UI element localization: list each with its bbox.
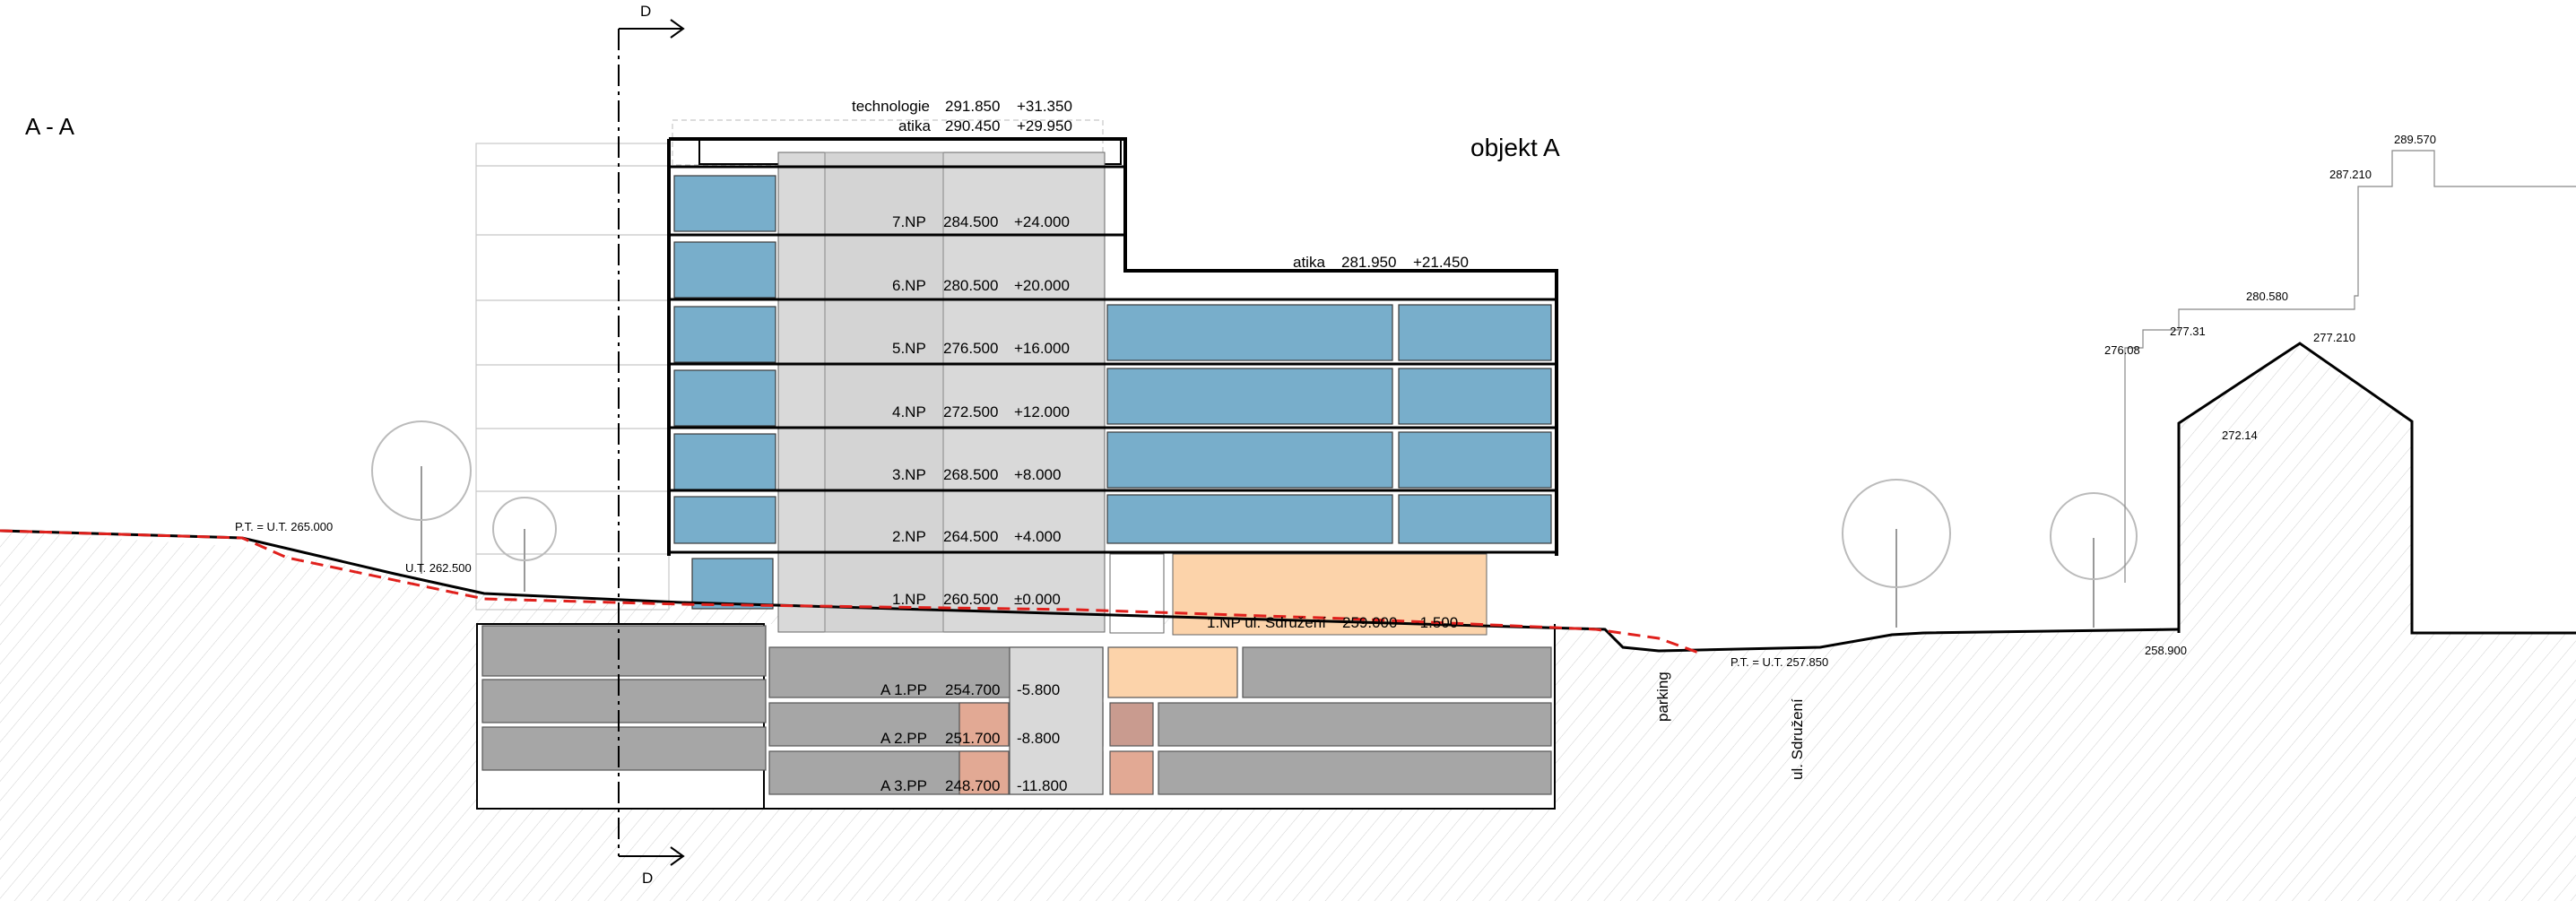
basement-name: A 3.PP — [880, 777, 927, 794]
floor-abs: 264.500 — [943, 528, 998, 545]
floor-rel: ±0.000 — [1014, 591, 1061, 608]
street-label: ul. Sdružení — [1789, 698, 1806, 780]
cut-label-bottom: D — [642, 870, 653, 887]
neighbour-height: 276.08 — [2104, 343, 2140, 357]
tree-west — [371, 420, 472, 574]
lower-atika-abs: 281.950 — [1341, 254, 1396, 271]
street-floor-name: 1.NP ul. Sdružení — [1207, 614, 1326, 631]
neighbour-height: 277.31 — [2170, 325, 2206, 338]
terrain-line — [0, 529, 2180, 653]
neighbour-height: 272.14 — [2222, 429, 2258, 442]
roof-level-abs-0: 291.850 — [945, 98, 1000, 115]
roof-level-rel-1: +29.950 — [1017, 117, 1072, 134]
pt-left-label: P.T. = U.T. 265.000 — [235, 520, 333, 533]
floor-name: 4.NP — [892, 403, 926, 420]
floor-rel: +4.000 — [1014, 528, 1061, 545]
roof-level-abs-1: 290.450 — [945, 117, 1000, 134]
neighbour-height: 280.580 — [2246, 290, 2288, 303]
floor-name: 3.NP — [892, 466, 926, 483]
parking-label: parking — [1654, 671, 1671, 722]
terrain-line-east — [2177, 342, 2576, 635]
floor-name: 2.NP — [892, 528, 926, 545]
floor-rel: +20.000 — [1014, 277, 1070, 294]
basement-rel: -11.800 — [1017, 777, 1067, 794]
floor-rel: +8.000 — [1014, 466, 1061, 483]
floor-abs: 276.500 — [943, 340, 998, 357]
basement-abs: 248.700 — [945, 777, 1000, 794]
floor-name: 1.NP — [892, 591, 926, 608]
cut-arrow-top-head — [670, 19, 685, 39]
floor-rel: +16.000 — [1014, 340, 1070, 357]
tree-east-1 — [1842, 479, 1951, 628]
floor-abs: 260.500 — [943, 591, 998, 608]
floor-name: 5.NP — [892, 340, 926, 357]
roof-level-rel-0: +31.350 — [1017, 98, 1072, 115]
floor-abs: 272.500 — [943, 403, 998, 420]
lower-atika-rel: +21.450 — [1413, 254, 1469, 271]
floor-abs: 284.500 — [943, 213, 998, 230]
floor-abs: 268.500 — [943, 466, 998, 483]
section-title: A - A — [25, 113, 75, 140]
floor-rel: +12.000 — [1014, 403, 1070, 420]
neighbour-outline — [2124, 150, 2576, 583]
basement-abs: 251.700 — [945, 730, 1000, 747]
basement-labels: A 1.PP 254.700 -5.800 A 2.PP 251.700 -8.… — [880, 681, 1067, 794]
core-entrance — [1109, 553, 1165, 634]
floor-rel: +24.000 — [1014, 213, 1070, 230]
basement-parking — [476, 623, 1556, 810]
floor-abs: 280.500 — [943, 277, 998, 294]
roof-level-name-1: atika — [898, 117, 931, 134]
basement-rel: -8.800 — [1017, 730, 1060, 747]
object-label: objekt A — [1470, 134, 1560, 161]
cut-arrow-bottom-head — [670, 846, 685, 866]
roof-level-name-0: technologie — [852, 98, 930, 115]
floor-name: 7.NP — [892, 213, 926, 230]
cut-label-top: D — [640, 3, 651, 20]
tree-small — [492, 497, 557, 592]
ut-left-label: U.T. 262.500 — [405, 561, 472, 575]
basement-rel: -5.800 — [1017, 681, 1060, 698]
ground-right-label: 258.900 — [2145, 644, 2187, 657]
floor-labels: 7.NP 284.500 +24.000 6.NP 280.500 +20.00… — [892, 213, 1070, 608]
street-floor-abs: 259.000 — [1342, 614, 1397, 631]
floor-name: 6.NP — [892, 277, 926, 294]
neighbour-height: 277.210 — [2313, 331, 2355, 344]
east-glazing — [1106, 304, 1552, 544]
neighbour-height: 287.210 — [2329, 168, 2372, 181]
lower-atika-name: atika — [1293, 254, 1325, 271]
pt-right-label: P.T. = U.T. 257.850 — [1730, 655, 1828, 669]
basement-name: A 2.PP — [880, 730, 927, 747]
neighbour-height: 289.570 — [2394, 133, 2436, 146]
floor-slabs — [669, 165, 1557, 554]
street-floor-rel: -1.500 — [1415, 614, 1458, 631]
tree-east-2 — [2050, 492, 2138, 628]
basement-name: A 1.PP — [880, 681, 927, 698]
basement-abs: 254.700 — [945, 681, 1000, 698]
west-glazing — [673, 175, 776, 610]
original-terrain-line — [0, 529, 1704, 656]
